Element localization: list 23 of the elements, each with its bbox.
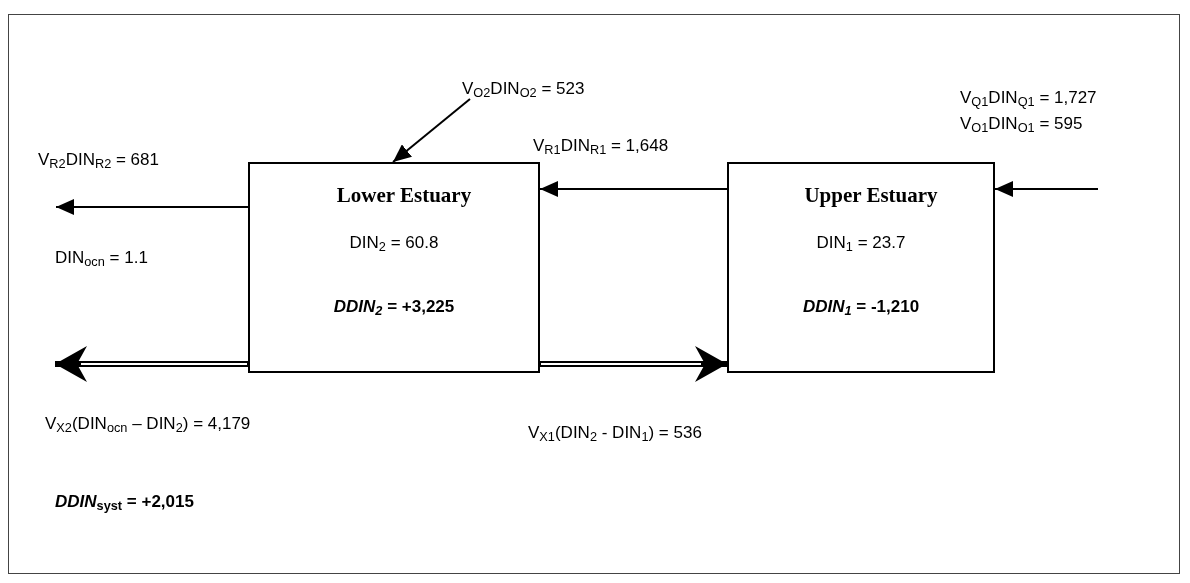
estuary-box: [248, 162, 540, 373]
edge-label: V$_{O2}$DIN$_{O2}$ = 523: [462, 78, 585, 102]
value-label: DDIN$_{syst}$ = +2,015: [55, 491, 194, 515]
edge-label: V$_{X1}$(DIN$_{2}$ - DIN$_{1}$) = 536: [528, 422, 702, 446]
concentration-text: DIN$_{2}$ = 60.8: [348, 232, 440, 256]
double-arrow: [540, 346, 727, 382]
arrow: [994, 181, 1099, 197]
arrow: [392, 98, 471, 163]
value-label: DIN$_{ocn}$ = 1.1: [55, 247, 148, 271]
estuary-box: [727, 162, 995, 373]
box-title: Upper Estuary: [803, 182, 939, 209]
rate-text: DDIN$_{2}$ = +3,225: [332, 296, 456, 320]
arrow: [55, 199, 249, 215]
edge-label: V$_{R2}$DIN$_{R2}$ = 681: [38, 149, 159, 173]
edge-label: V$_{X2}$(DIN$_{ocn}$ – DIN$_{2}$) = 4,179: [45, 413, 251, 437]
rate-text: DDIN$_{1}$ = -1,210: [801, 296, 921, 320]
value-label: V$_{O1}$DIN$_{O1}$ = 595: [960, 113, 1083, 137]
edge-label: V$_{Q1}$DIN$_{Q1}$ = 1,727: [960, 87, 1097, 111]
edge-label: V$_{R1}$DIN$_{R1}$ = 1,648: [533, 135, 669, 159]
double-arrow: [55, 346, 248, 382]
concentration-text: DIN$_{1}$ = 23.7: [815, 232, 907, 256]
arrow: [539, 181, 728, 197]
box-title: Lower Estuary: [335, 182, 473, 209]
